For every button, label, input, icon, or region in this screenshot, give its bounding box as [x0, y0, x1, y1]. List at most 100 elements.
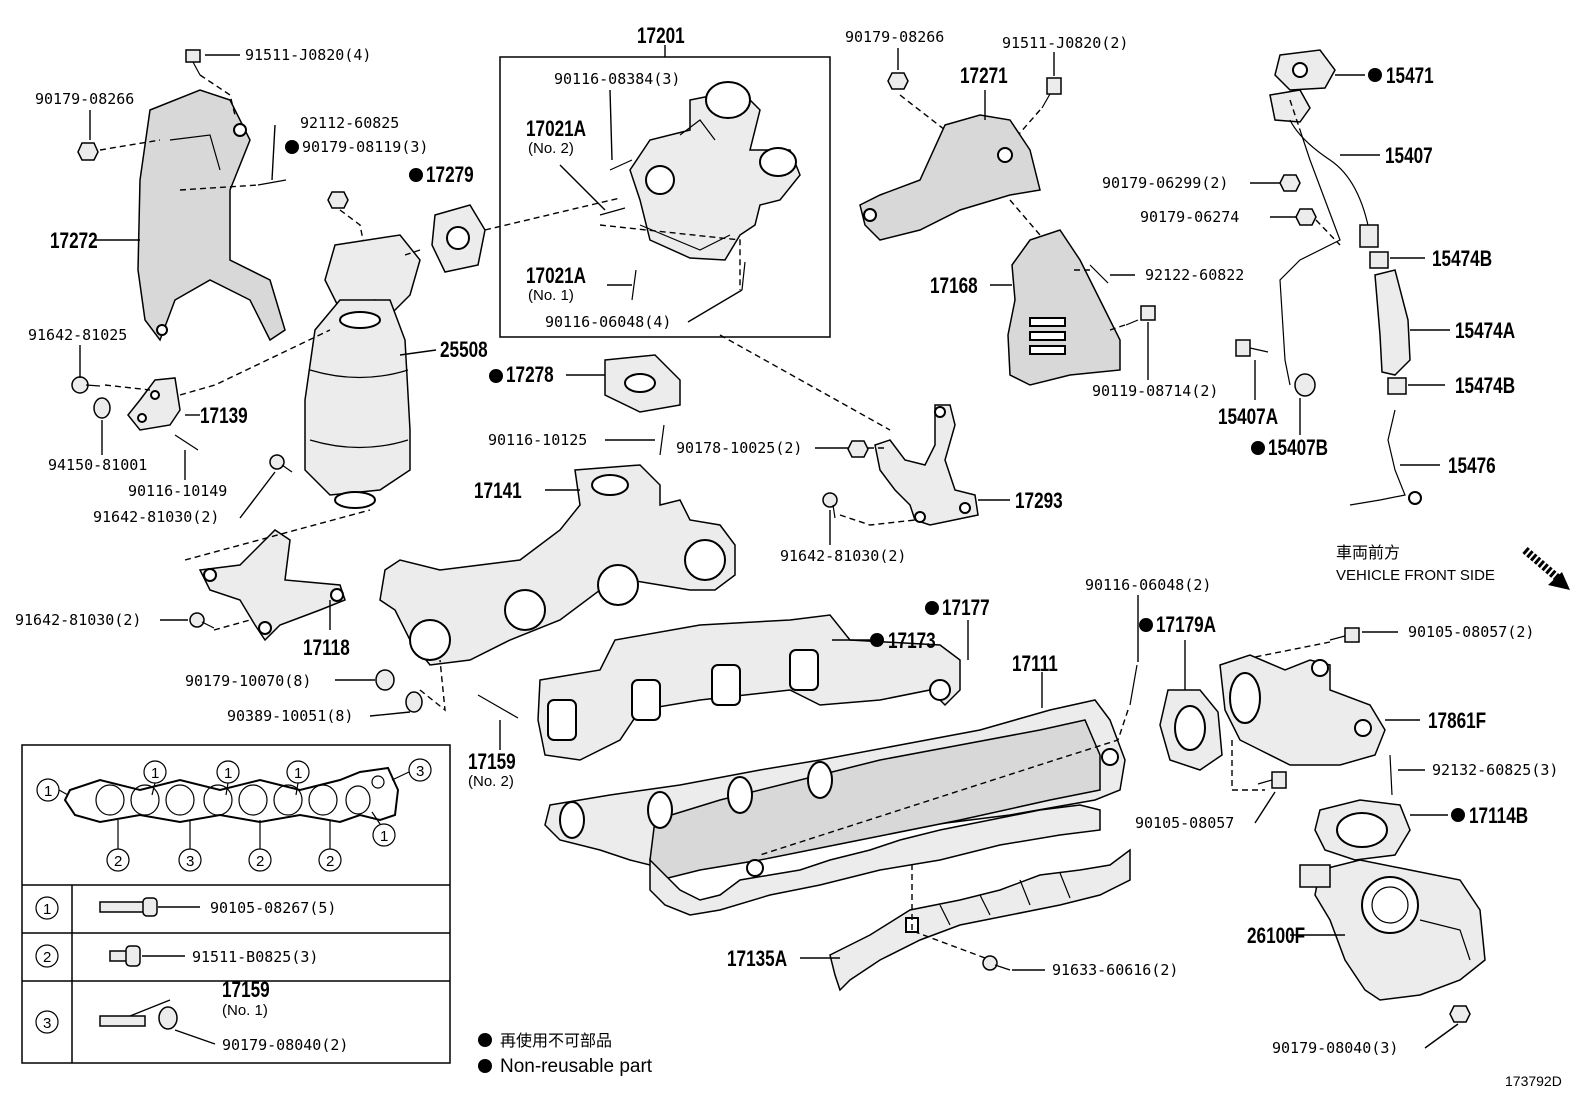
intake-manifold-17111[interactable] — [544, 699, 1126, 916]
label-90105-08057[interactable]: 90105-08057 — [1135, 814, 1234, 832]
label-90105-08057-2[interactable]: 90105-08057(2) — [1408, 623, 1534, 641]
label-90116-06048-4[interactable]: 90116-06048(4) — [545, 313, 671, 331]
svg-text:1: 1 — [151, 765, 159, 782]
bracket-17118[interactable] — [198, 529, 346, 642]
label-15476[interactable]: 15476 — [1448, 454, 1496, 479]
non-reusable-mark-17179A — [1139, 618, 1153, 632]
label-90179-08266-left[interactable]: 90179-08266 — [35, 90, 134, 108]
label-15471[interactable]: 15471 — [1386, 64, 1434, 89]
label-90178-10025[interactable]: 90178-10025(2) — [676, 439, 802, 457]
egr-adapter-17861F[interactable] — [1219, 654, 1386, 766]
label-90179-06299[interactable]: 90179-06299(2) — [1102, 174, 1228, 192]
inset-row-3-part-b[interactable]: 90179-08040(2) — [222, 1036, 348, 1054]
label-91642-81030-c[interactable]: 91642-81030(2) — [15, 611, 141, 629]
label-15407A[interactable]: 15407A — [1218, 405, 1278, 430]
svg-text:2: 2 — [43, 949, 51, 966]
svg-text:3: 3 — [43, 1015, 51, 1032]
label-90389-10051[interactable]: 90389-10051(8) — [227, 707, 353, 725]
label-15474A[interactable]: 15474A — [1455, 319, 1515, 344]
label-92132-60825[interactable]: 92132-60825(3) — [1432, 761, 1558, 779]
bolt-91642-81030-c — [189, 612, 215, 629]
label-17168[interactable]: 17168 — [930, 274, 978, 299]
label-25508[interactable]: 25508 — [440, 338, 488, 363]
label-17177[interactable]: 17177 — [942, 596, 990, 621]
gasket-17179A[interactable] — [1159, 689, 1223, 771]
exhaust-manifold-17141[interactable] — [379, 464, 736, 666]
label-17179A[interactable]: 17179A — [1156, 613, 1216, 638]
label-15407B[interactable]: 15407B — [1268, 436, 1328, 461]
turbocharger-part[interactable] — [629, 81, 801, 261]
label-90116-06048-2[interactable]: 90116-06048(2) — [1085, 576, 1211, 594]
label-91642-81030-a[interactable]: 91642-81030(2) — [93, 508, 219, 526]
label-17111[interactable]: 17111 — [1012, 652, 1058, 677]
label-17118[interactable]: 17118 — [303, 636, 350, 661]
label-17139[interactable]: 17139 — [200, 404, 248, 429]
pipe-15407[interactable] — [1269, 89, 1379, 386]
label-90179-08266-right[interactable]: 90179-08266 — [845, 28, 944, 46]
label-17293[interactable]: 17293 — [1015, 489, 1063, 514]
label-91511-J0820-2[interactable]: 91511-J0820(2) — [1002, 34, 1128, 52]
pipe-15476[interactable] — [1349, 409, 1422, 506]
label-17173[interactable]: 17173 — [888, 629, 936, 654]
label-17135A[interactable]: 17135A — [727, 947, 787, 972]
bracket-17139[interactable] — [127, 377, 181, 431]
label-17114B[interactable]: 17114B — [1469, 804, 1528, 829]
label-17278[interactable]: 17278 — [506, 363, 554, 388]
label-91511-J0820-4[interactable]: 91511-J0820(4) — [245, 46, 371, 64]
non-reusable-mark-17177 — [925, 601, 939, 615]
inset-row-2-part[interactable]: 91511-B0825(3) — [192, 948, 318, 966]
bolt-90105-08057-2 — [1329, 627, 1360, 643]
bolt-91642-81030-b — [822, 492, 838, 519]
throttle-body-26100F[interactable] — [1299, 859, 1486, 1001]
label-17141[interactable]: 17141 — [474, 479, 522, 504]
gasket-17278[interactable] — [604, 354, 681, 413]
label-91642-81030-b[interactable]: 91642-81030(2) — [780, 547, 906, 565]
diagram-id: 173792D — [1505, 1073, 1562, 1089]
legend-en: Non-reusable part — [500, 1056, 653, 1077]
label-91633-60616[interactable]: 91633-60616(2) — [1052, 961, 1178, 979]
catalytic-converter-25508[interactable] — [304, 234, 421, 509]
heat-insulator-17272[interactable] — [137, 89, 286, 342]
bolt-90105-08057 — [1257, 771, 1287, 789]
label-92122-60822[interactable]: 92122-60822 — [1145, 266, 1244, 284]
label-17021A-no2[interactable]: 17021A — [526, 117, 586, 142]
label-15407[interactable]: 15407 — [1385, 144, 1433, 169]
heat-insulator-17168[interactable] — [1007, 229, 1121, 386]
label-17021A-no1[interactable]: 17021A — [526, 264, 586, 289]
label-90179-08119[interactable]: 90179-08119(3) — [302, 138, 428, 156]
gasket-15471[interactable] — [1274, 49, 1336, 91]
heat-insulator-17271[interactable] — [859, 114, 1041, 241]
label-17861F[interactable]: 17861F — [1428, 709, 1486, 734]
label-90116-10125[interactable]: 90116-10125 — [488, 431, 587, 449]
nut-90179-08119 — [327, 191, 349, 209]
label-90116-08384[interactable]: 90116-08384(3) — [554, 70, 680, 88]
gasket-17173[interactable] — [537, 614, 961, 761]
gasket-17114B[interactable] — [1314, 799, 1411, 861]
inset-callout-2c: 2 — [318, 848, 342, 872]
label-90119-08714[interactable]: 90119-08714(2) — [1092, 382, 1218, 400]
label-92112-60825[interactable]: 92112-60825 — [300, 114, 399, 132]
hose-15474A[interactable] — [1374, 269, 1411, 376]
clamp-15474B-top — [1369, 251, 1389, 269]
label-17271[interactable]: 17271 — [960, 64, 1008, 89]
label-94150-81001[interactable]: 94150-81001 — [48, 456, 147, 474]
label-90179-08040-3[interactable]: 90179-08040(3) — [1272, 1039, 1398, 1057]
label-17159-no2[interactable]: 17159 — [468, 750, 516, 775]
label-90179-06274[interactable]: 90179-06274 — [1140, 208, 1239, 226]
nut-90179-06299 — [1279, 174, 1301, 192]
label-91642-81025[interactable]: 91642-81025 — [28, 326, 127, 344]
label-15474B-top[interactable]: 15474B — [1432, 247, 1492, 272]
inset-row-3-part-a[interactable]: 17159 — [222, 978, 270, 1003]
label-90116-10149[interactable]: 90116-10149 — [128, 482, 227, 500]
label-17279[interactable]: 17279 — [426, 163, 474, 188]
label-17272[interactable]: 17272 — [50, 229, 98, 254]
gasket-17279[interactable] — [431, 204, 486, 273]
label-90179-10070[interactable]: 90179-10070(8) — [185, 672, 311, 690]
inset-row-3-part-a-sub: (No. 1) — [222, 1002, 268, 1019]
nut-90179-08266-left — [77, 142, 99, 161]
label-17201[interactable]: 17201 — [637, 24, 685, 49]
inset-row-1-part[interactable]: 90105-08267(5) — [210, 899, 336, 917]
label-26100F[interactable]: 26100F — [1247, 924, 1305, 949]
label-15474B-bottom[interactable]: 15474B — [1455, 374, 1515, 399]
bracket-17293[interactable] — [874, 404, 979, 526]
